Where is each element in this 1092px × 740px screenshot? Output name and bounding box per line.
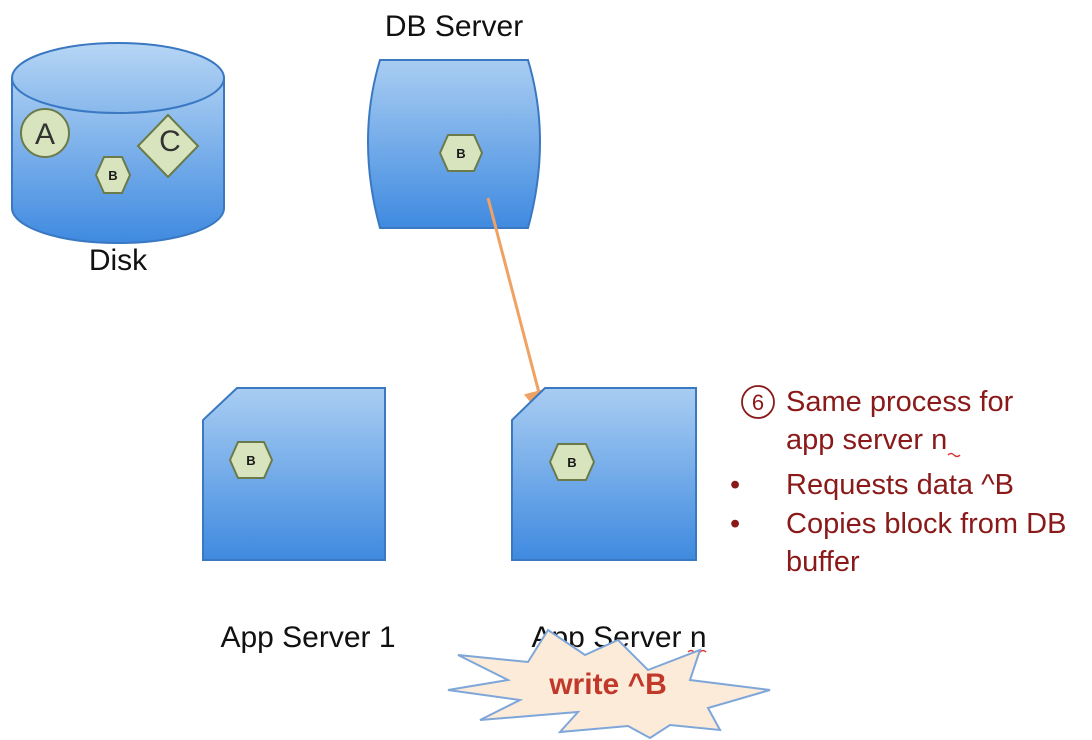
note-bullet-1-symbol: • <box>730 469 740 501</box>
block-b-hexagon-app1: B <box>228 441 274 479</box>
disk-cylinder: A C B <box>11 42 225 244</box>
disk-label: Disk <box>89 244 148 277</box>
block-c-label: C <box>159 125 181 158</box>
app-server-1-label: App Server 1 <box>220 621 395 654</box>
note-line-2: app server n <box>786 424 947 456</box>
step-note: 6 Same process for app server n • Reques… <box>730 385 1066 578</box>
write-burst-text: write ^B <box>548 668 667 701</box>
block-b-label-appn: B <box>567 455 576 470</box>
app-server-n-shape: B <box>511 387 697 561</box>
block-a-circle: A <box>20 108 70 158</box>
note-spellcheck-squiggle <box>947 452 961 458</box>
note-line-1: Same process for <box>786 386 1014 418</box>
block-c-diamond: C <box>136 113 200 179</box>
block-b-hexagon-disk: B <box>94 156 132 194</box>
block-a-label: A <box>35 118 55 151</box>
write-burst: write ^B <box>447 628 771 740</box>
block-b-hexagon-appn: B <box>548 443 596 481</box>
step-badge: 6 <box>741 385 775 419</box>
db-server-shape: B <box>367 59 541 229</box>
db-server-label: DB Server <box>385 10 523 43</box>
app-server-1-shape: B <box>202 387 386 561</box>
note-bullet-2-continued: buffer <box>786 546 860 578</box>
note-bullet-1: Requests data ^B <box>786 469 1014 501</box>
block-b-label-disk: B <box>108 168 117 183</box>
block-b-hexagon-db: B <box>438 134 484 172</box>
note-bullet-2-symbol: • <box>730 508 740 540</box>
copy-arrow <box>486 197 553 423</box>
block-b-label-db: B <box>456 146 465 161</box>
note-bullet-2: Copies block from DB <box>786 508 1066 540</box>
step-badge-number: 6 <box>752 390 764 415</box>
block-b-label-app1: B <box>246 453 255 468</box>
